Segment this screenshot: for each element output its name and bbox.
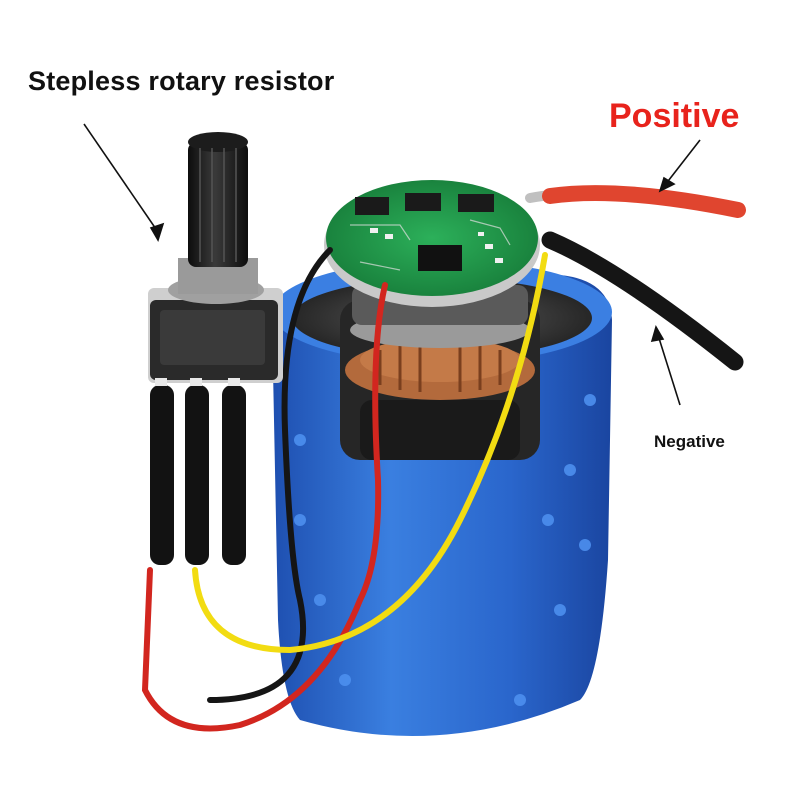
label-negative: Negative	[654, 432, 725, 451]
rotary-potentiometer	[148, 132, 283, 565]
motor-core	[340, 285, 540, 460]
lead-wires	[525, 185, 746, 371]
signal-wires	[141, 247, 548, 732]
motor-driver-board	[324, 180, 540, 307]
label-stepless-rotary-resistor: Stepless rotary resistor	[28, 66, 335, 96]
annotation-arrows	[83, 123, 701, 406]
label-positive: Positive	[609, 97, 740, 135]
